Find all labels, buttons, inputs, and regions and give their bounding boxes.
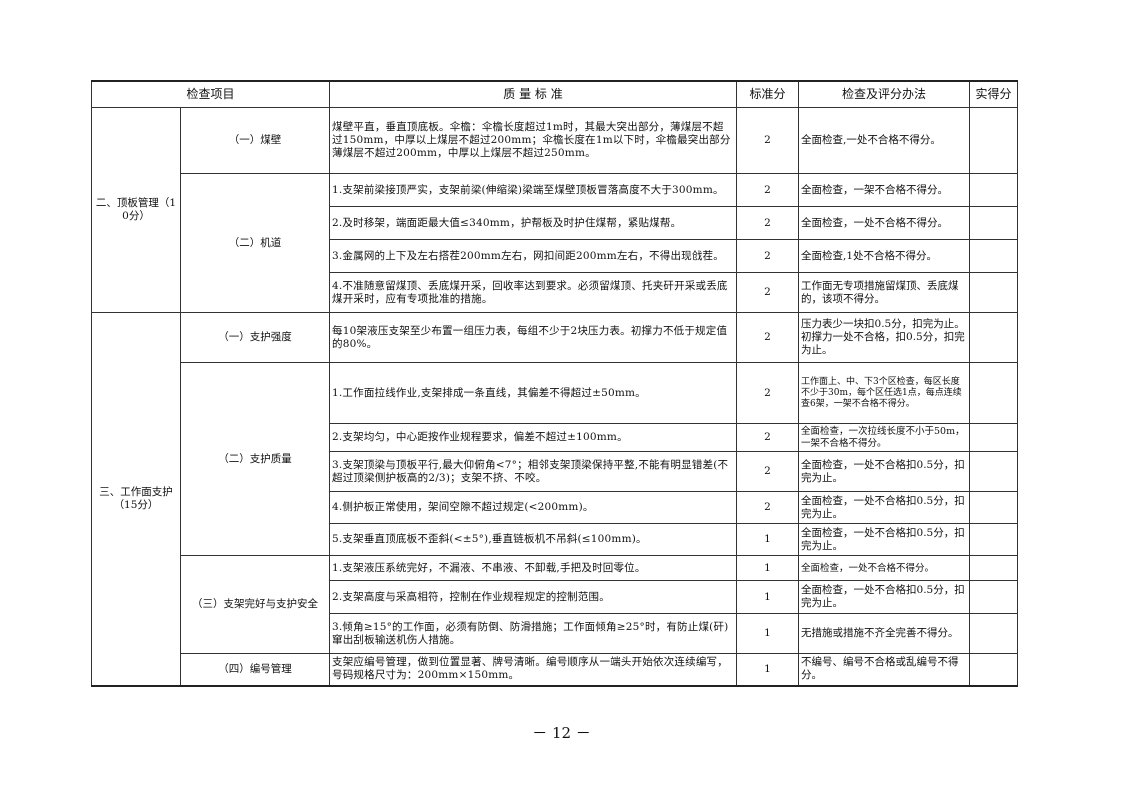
- method-cell: 全面检查，一处不合格扣0.5分，扣完为止。: [798, 580, 971, 614]
- standard-cell: 2.支架均匀，中心距按作业规程要求，偏差不超过±100mm。: [329, 423, 738, 452]
- subitem-label: （一）支护强度: [179, 312, 331, 363]
- actual-score-cell[interactable]: [969, 523, 1019, 556]
- table-row: 5.支架垂直顶底板不歪斜(<±5°),垂直链板机不吊斜(≤100mm)。 1 全…: [92, 523, 1019, 556]
- table-row: 4.不准随意留煤顶、丢底煤开采，回收率达到要求。必须留煤顶、托夹矸开采或丢底煤开…: [92, 272, 1019, 313]
- score-cell: 2: [736, 312, 800, 363]
- subitem-label: （二）机道: [179, 173, 331, 313]
- method-cell: 全面检查，一处不合格不得分。: [798, 555, 971, 581]
- score-cell: 2: [736, 491, 800, 524]
- method-cell: 全面检查，一处不合格扣0.5分，扣完为止。: [798, 491, 971, 524]
- table-row: 3.支架顶梁与顶板平行,最大仰俯角<7°；相邻支架顶梁保持平整,不能有明显错差(…: [92, 451, 1019, 492]
- method-cell: 全面检查，一处不合格扣0.5分，扣完为止。: [798, 523, 971, 556]
- method-cell: 全面检查，一架不合格不得分。: [798, 173, 971, 207]
- method-cell: 工作面上、中、下3个区检查，每区长度不少于30m，每个区任选1点，每点连续查6架…: [798, 362, 971, 424]
- table-row: 3.倾角≥15°的工作面，必须有防倒、防滑措施；工作面倾角≥25°时，有防止煤(…: [92, 613, 1019, 654]
- actual-score-cell[interactable]: [969, 423, 1019, 452]
- subitem-label: （三）支架完好与支护安全: [179, 555, 331, 654]
- actual-score-cell[interactable]: [969, 491, 1019, 524]
- header-item: 检查项目: [90, 80, 331, 108]
- score-cell: 2: [736, 239, 800, 273]
- score-cell: 1: [736, 580, 800, 614]
- header-score: 标准分: [736, 80, 800, 108]
- method-cell: 不编号、编号不合格或乱编号不得分。: [798, 653, 971, 686]
- score-cell: 1: [736, 555, 800, 581]
- actual-score-cell[interactable]: [969, 555, 1019, 581]
- standard-cell: 2.支架高度与采高相符，控制在作业规程规定的控制范围。: [329, 580, 738, 614]
- standard-cell: 1.工作面拉线作业,支架排成一条直线，其偏差不得超过±50mm。: [329, 362, 738, 424]
- actual-score-cell[interactable]: [969, 653, 1019, 686]
- header-standard: 质 量 标 准: [329, 80, 738, 108]
- actual-score-cell[interactable]: [969, 239, 1019, 273]
- table-row: 二、顶板管理（10分） （一）煤壁 煤壁平直，垂直顶底板。伞檐：伞檐长度超过1m…: [91, 107, 1019, 313]
- actual-score-cell[interactable]: [969, 107, 1019, 174]
- score-cell: 2: [736, 362, 800, 424]
- standard-cell: 2.及时移架，端面距最大值≤340mm，护帮板及时护住煤帮，紧贴煤帮。: [329, 206, 738, 240]
- subitem-label: （四）编号管理: [179, 653, 331, 686]
- header-method: 检查及评分办法: [798, 80, 971, 108]
- actual-score-cell[interactable]: [969, 312, 1019, 363]
- score-cell: 2: [736, 272, 800, 313]
- method-cell: 无措施或措施不齐全完善不得分。: [798, 613, 971, 654]
- actual-score-cell[interactable]: [969, 580, 1019, 614]
- standard-cell: 4.侧护板正常使用，架间空隙不超过规定(<200mm)。: [329, 491, 738, 524]
- actual-score-cell[interactable]: [969, 362, 1019, 424]
- table-row: 4.侧护板正常使用，架间空隙不超过规定(<200mm)。 2 全面检查，一处不合…: [92, 491, 1019, 524]
- method-cell: 工作面无专项措施留煤顶、丢底煤的，该项不得分。: [798, 272, 971, 313]
- standard-cell: 1.支架液压系统完好，不漏液、不串液、不卸载,手把及时回零位。: [329, 555, 738, 581]
- score-cell: 1: [736, 523, 800, 556]
- standard-cell: 支架应编号管理，做到位置显著、牌号清晰。编号顺序从一端头开始依次连续编写，号码规…: [329, 653, 738, 686]
- header-row: 检查项目 质 量 标 准 标准分 检查及评分办法 实得分: [90, 80, 1019, 108]
- score-cell: 2: [736, 423, 800, 452]
- score-cell: 1: [736, 653, 800, 686]
- method-cell: 压力表少一块扣0.5分，扣完为止。初撑力一处不合格，扣0.5分，扣完为止。: [798, 312, 971, 363]
- table-row: （三）支架完好与支护安全 1.支架液压系统完好，不漏液、不串液、不卸载,手把及时…: [92, 555, 1019, 654]
- score-cell: 2: [736, 451, 800, 492]
- standard-cell: 每10架液压支架至少布置一组压力表，每组不少于2块压力表。初撑力不低于规定值的8…: [329, 312, 738, 363]
- standard-cell: 3.支架顶梁与顶板平行,最大仰俯角<7°；相邻支架顶梁保持平整,不能有明显错差(…: [329, 451, 738, 492]
- table-row: 2.及时移架，端面距最大值≤340mm，护帮板及时护住煤帮，紧贴煤帮。 2 全面…: [92, 206, 1019, 240]
- standard-cell: 4.不准随意留煤顶、丢底煤开采，回收率达到要求。必须留煤顶、托夹矸开采或丢底煤开…: [329, 272, 738, 313]
- inspection-table: 检查项目 质 量 标 准 标准分 检查及评分办法 实得分 二、顶板管理（10分）…: [90, 80, 1019, 687]
- table-row: 2.支架均匀，中心距按作业规程要求，偏差不超过±100mm。 2 全面检查，一次…: [92, 423, 1019, 452]
- section-label: 三、工作面支护（15分）: [91, 312, 181, 686]
- subitem-label: （二）支护质量: [179, 362, 331, 556]
- header-actual: 实得分: [969, 80, 1019, 108]
- standard-cell: 3.金属网的上下及左右搭茬200mm左右，网扣间距200mm左右，不得出现戗茬。: [329, 239, 738, 273]
- method-cell: 全面检查，一处不合格不得分。: [798, 206, 971, 240]
- method-cell: 全面检查，一处不合格扣0.5分，扣完为止。: [798, 451, 971, 492]
- page-number: － 12 －: [532, 724, 591, 742]
- standard-cell: 3.倾角≥15°的工作面，必须有防倒、防滑措施；工作面倾角≥25°时，有防止煤(…: [329, 613, 738, 654]
- standard-cell: 1.支架前梁接顶严实，支架前梁(伸缩梁)梁端至煤壁顶板冒落高度不大于300mm。: [329, 173, 738, 207]
- actual-score-cell[interactable]: [969, 272, 1019, 313]
- section-label: 二、顶板管理（10分）: [91, 107, 181, 313]
- score-cell: 2: [736, 107, 800, 174]
- score-cell: 2: [736, 173, 800, 207]
- method-cell: 全面检查,1处不合格不得分。: [798, 239, 971, 273]
- method-cell: 全面检查,一处不合格不得分。: [798, 107, 971, 174]
- actual-score-cell[interactable]: [969, 451, 1019, 492]
- score-cell: 2: [736, 206, 800, 240]
- score-cell: 1: [736, 613, 800, 654]
- table-row: （二）机道 1.支架前梁接顶严实，支架前梁(伸缩梁)梁端至煤壁顶板冒落高度不大于…: [92, 173, 1019, 313]
- table-row: （四）编号管理 支架应编号管理，做到位置显著、牌号清晰。编号顺序从一端头开始依次…: [92, 653, 1019, 686]
- table-row: （二）支护质量 1.工作面拉线作业,支架排成一条直线，其偏差不得超过±50mm。…: [92, 362, 1019, 556]
- standard-cell: 煤壁平直，垂直顶底板。伞檐：伞檐长度超过1m时，其最大突出部分，薄煤层不超过15…: [329, 107, 738, 174]
- standard-cell: 5.支架垂直顶底板不歪斜(<±5°),垂直链板机不吊斜(≤100mm)。: [329, 523, 738, 556]
- actual-score-cell[interactable]: [969, 206, 1019, 240]
- method-cell: 全面检查，一次拉线长度不小于50m，一架不合格不得分。: [798, 423, 971, 452]
- actual-score-cell[interactable]: [969, 173, 1019, 207]
- actual-score-cell[interactable]: [969, 613, 1019, 654]
- table-row: 三、工作面支护（15分） （一）支护强度 每10架液压支架至少布置一组压力表，每…: [91, 312, 1019, 686]
- subitem-label: （一）煤壁: [179, 107, 331, 174]
- table-row: 2.支架高度与采高相符，控制在作业规程规定的控制范围。 1 全面检查，一处不合格…: [92, 580, 1019, 614]
